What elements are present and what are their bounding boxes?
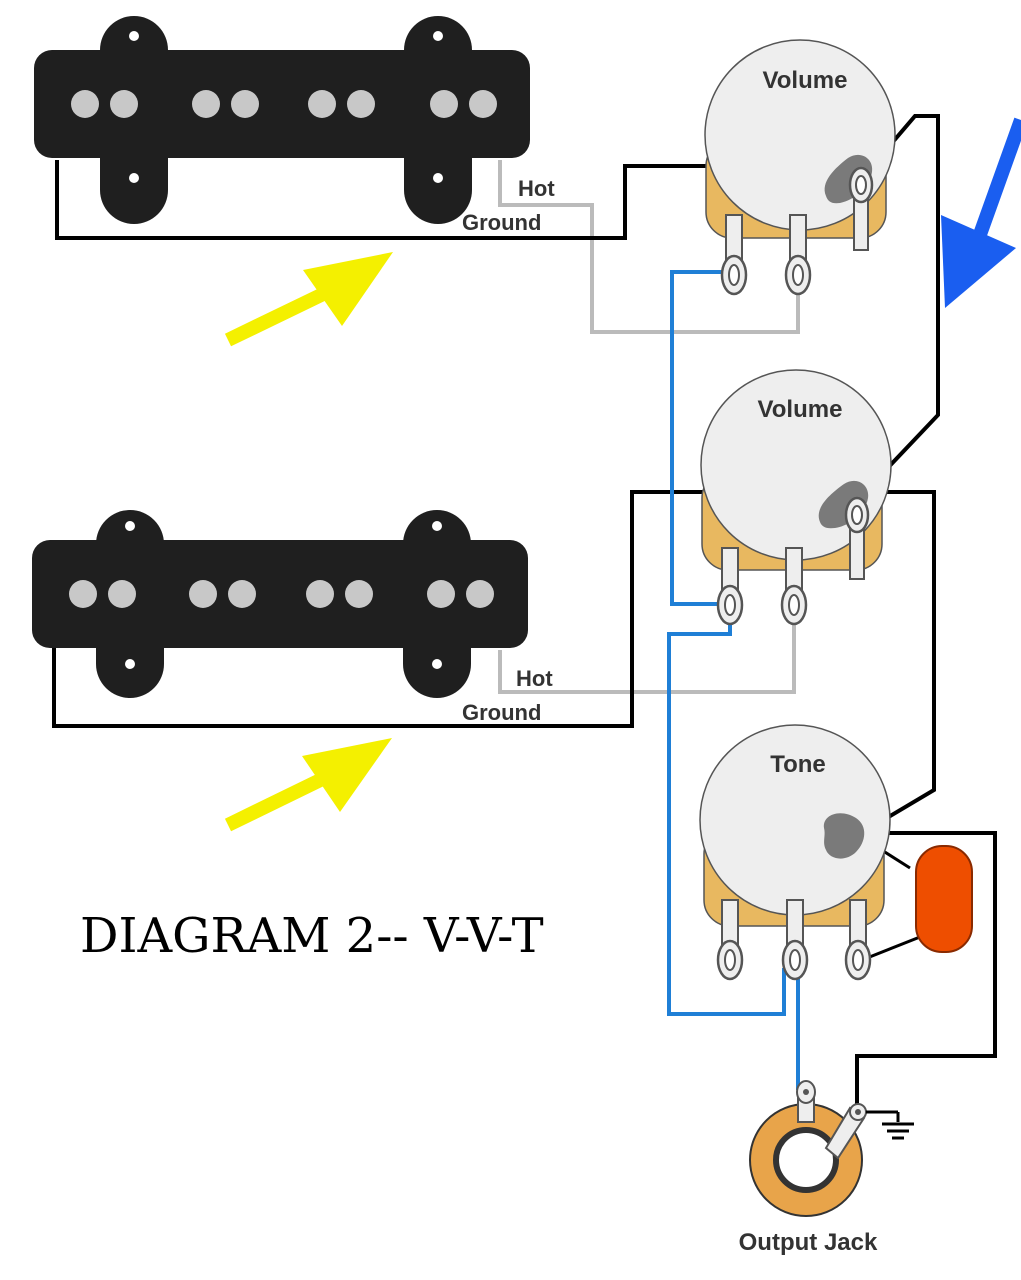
pot-label: Volume <box>763 67 848 94</box>
neck-pickup <box>34 16 530 224</box>
mount-screw <box>129 173 139 183</box>
ground-label: Ground <box>462 210 541 235</box>
mount-screw <box>433 31 443 41</box>
pot-lug-middle <box>781 899 809 981</box>
yellow-arrow-icon <box>224 738 392 832</box>
jack-tip-lug <box>796 1080 816 1123</box>
mount-screw <box>129 31 139 41</box>
volume-pot-2: Volume <box>700 369 892 626</box>
hot-label: Hot <box>518 176 555 201</box>
ground-wire-pickup-2 <box>52 490 936 837</box>
pot-label: Volume <box>758 396 843 423</box>
pot-lug-right <box>844 496 870 580</box>
diagram-caption: DIAGRAM 2-- V-V-T <box>80 908 544 964</box>
yellow-arrow-icon <box>224 252 393 347</box>
pot-lug-left <box>716 899 744 981</box>
solder-blob <box>823 813 865 859</box>
pot-lug-middle <box>780 547 808 626</box>
ground-bus-wire <box>860 114 940 497</box>
signal-wire-vol1-vol2 <box>670 270 734 606</box>
signal-wire-vol2-tone <box>667 625 786 1016</box>
jack-sleeve-lug <box>824 1103 867 1160</box>
pot-lug-left <box>720 214 748 296</box>
jack-ground-wire <box>855 831 997 1110</box>
tone-pot: Tone <box>699 724 891 981</box>
mount-screw <box>433 173 443 183</box>
mount-screw <box>432 521 442 531</box>
mount-screw <box>432 659 442 669</box>
mount-screw <box>125 521 135 531</box>
hot-wire-pickup-1 <box>498 160 800 334</box>
pot-label: Tone <box>770 751 826 778</box>
hot-wire-pickup-2 <box>498 625 796 694</box>
pole-pieces <box>71 90 497 118</box>
pot-lug-middle <box>784 214 812 296</box>
pot-lug-right <box>848 166 874 251</box>
tone-capacitor <box>915 845 973 953</box>
ground-symbol-icon <box>866 1110 914 1140</box>
mount-screw <box>125 659 135 669</box>
hot-label: Hot <box>516 666 553 691</box>
jack-hole <box>773 1127 839 1193</box>
blue-arrow-icon <box>941 117 1021 308</box>
output-jack: Output Jack <box>739 1080 878 1256</box>
output-jack-label: Output Jack <box>739 1229 878 1256</box>
pickup-body <box>32 540 528 648</box>
pot-lug-left <box>716 547 744 626</box>
capacitor-lead-bottom <box>861 933 926 962</box>
bridge-pickup <box>32 510 528 698</box>
pickup-body <box>34 50 530 158</box>
ground-label: Ground <box>462 700 541 725</box>
pole-pieces <box>69 580 494 608</box>
pot-lug-right <box>844 899 872 981</box>
volume-pot-1: Volume <box>704 39 896 296</box>
